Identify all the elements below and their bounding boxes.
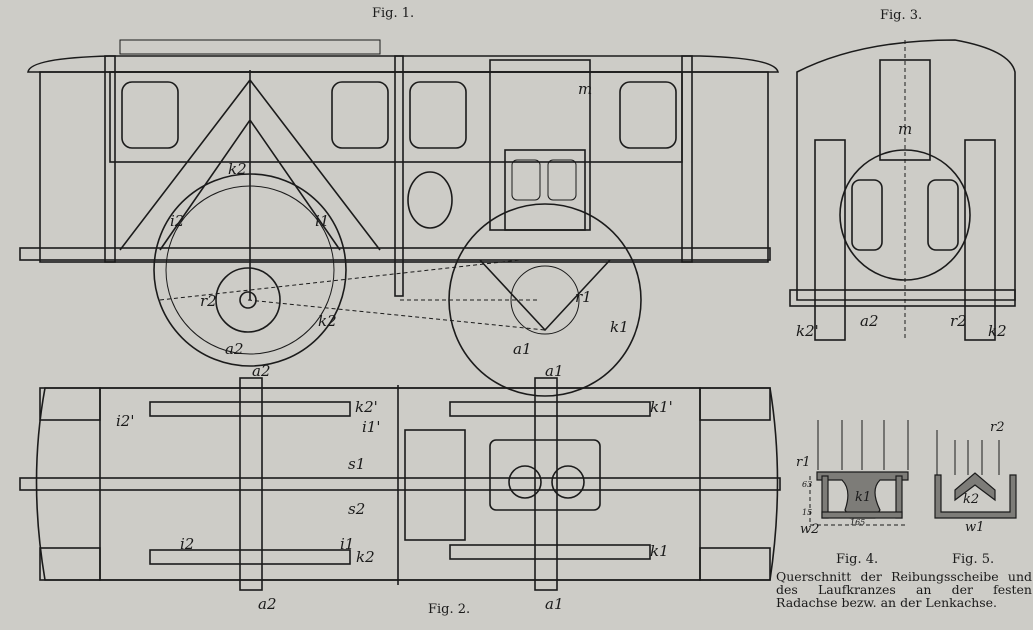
label: r2 — [200, 292, 217, 310]
fig5-cross-section — [934, 430, 1017, 519]
label: s1 — [348, 455, 366, 473]
fig3-title: Fig. 3. — [880, 8, 923, 23]
fig2-plan-view — [19, 377, 781, 591]
label: k2 — [988, 322, 1007, 340]
label: i2 — [180, 535, 195, 553]
fig4-cross-section — [809, 420, 909, 526]
figure-caption: Querschnitt der Reibungsscheibe und des … — [776, 569, 1032, 610]
fig4-title: Fig. 4. — [836, 552, 879, 567]
label: r1 — [575, 288, 592, 306]
label: i1' — [362, 418, 381, 436]
label: i1 — [340, 535, 355, 553]
label: a2 — [225, 340, 244, 358]
label: a1 — [545, 595, 564, 613]
label: i2' — [116, 412, 135, 430]
label: k1' — [650, 398, 673, 416]
label: k2 — [963, 492, 980, 507]
label: s2 — [348, 500, 366, 518]
fig2-title: Fig. 2. — [428, 602, 471, 617]
label: i2 — [170, 212, 185, 230]
label: r1 — [796, 455, 811, 470]
label: k2 — [228, 160, 247, 178]
label: m — [898, 120, 913, 138]
label: k2 — [318, 312, 337, 330]
label: k1 — [610, 318, 629, 336]
label: 63 — [802, 480, 813, 489]
label: k1 — [650, 542, 669, 560]
label: r2 — [990, 420, 1005, 435]
label: k2 — [356, 548, 375, 566]
label: a1 — [513, 340, 532, 358]
label: a2 — [252, 362, 271, 380]
label: k2' — [796, 322, 819, 340]
fig1-side-view — [19, 39, 779, 397]
label: a1 — [545, 362, 564, 380]
label: k2' — [355, 398, 378, 416]
label: r2 — [950, 312, 967, 330]
label: 15 — [802, 508, 813, 517]
fig1-title: Fig. 1. — [372, 6, 415, 21]
label: w2 — [800, 522, 820, 537]
label: m — [578, 80, 593, 98]
label: k1 — [855, 490, 872, 505]
fig5-title: Fig. 5. — [952, 552, 995, 567]
label: w1 — [965, 520, 985, 535]
label: a2 — [258, 595, 277, 613]
label: i1 — [315, 212, 330, 230]
fig3-end-view — [789, 39, 1016, 341]
label: a2 — [860, 312, 879, 330]
label: 165 — [850, 518, 866, 527]
